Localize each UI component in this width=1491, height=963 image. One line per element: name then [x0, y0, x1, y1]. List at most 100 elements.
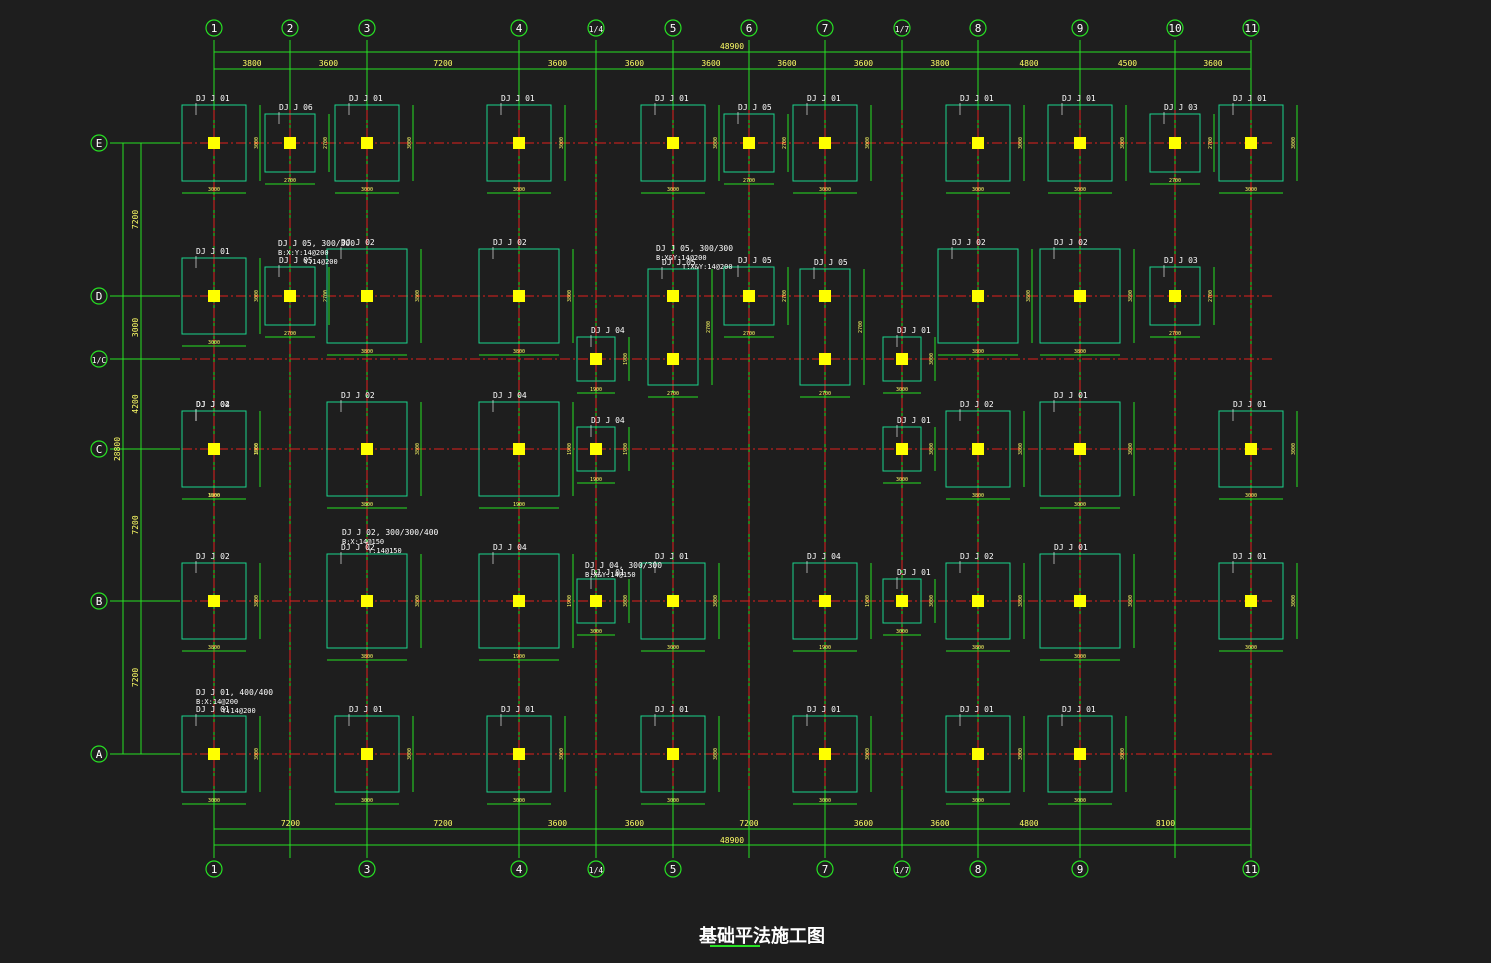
axis-label-top: 6 — [746, 22, 753, 35]
axis-label-bottom: 1/4 — [589, 866, 604, 875]
column-square — [361, 595, 373, 607]
column-square — [819, 748, 831, 760]
column-square — [208, 290, 220, 302]
axis-bubble-left — [90, 745, 108, 763]
column-square — [590, 595, 602, 607]
footing-dim-text: 3800 — [208, 645, 220, 651]
column-square — [208, 443, 220, 455]
axis-label-bottom: 9 — [1077, 863, 1084, 876]
footing-outline — [723, 113, 775, 173]
axis-bubble-bottom — [1071, 860, 1089, 878]
column-square — [1074, 137, 1086, 149]
column-square — [590, 353, 602, 365]
column-square — [972, 137, 984, 149]
annotation-line1: DJ J 01, 400/400 — [196, 688, 273, 697]
footing-outline — [264, 113, 316, 173]
axis-bubble-bottom — [893, 860, 911, 878]
footing-outline — [647, 268, 699, 386]
footing-dim-text: 1900 — [208, 493, 220, 499]
footing-dim-text-side: 3000 — [865, 748, 871, 760]
axis-label-top: 3 — [364, 22, 371, 35]
column-square — [1074, 748, 1086, 760]
dim-top-segment: 4800 — [1019, 59, 1038, 68]
dim-top-segment: 3600 — [854, 59, 873, 68]
dim-bottom-segment: 3600 — [854, 819, 873, 828]
footing-label: DJ J 02 — [341, 238, 375, 247]
footing-outline — [576, 578, 616, 624]
dim-left-segment: 4200 — [131, 394, 140, 413]
annotation-line2: B:X&Y:14@150 — [585, 571, 636, 579]
footing-outline — [792, 562, 858, 640]
footing-outline — [1047, 715, 1113, 793]
axis-bubble-top — [510, 19, 528, 37]
dim-left-segment: 7200 — [131, 210, 140, 229]
footing-outline — [1039, 401, 1121, 497]
axis-bubble-left — [90, 350, 108, 368]
footing-label: DJ J 01 — [349, 705, 383, 714]
footing-dim-text: 3000 — [1074, 798, 1086, 804]
dim-top-segment: 4500 — [1118, 59, 1137, 68]
dim-left-segment: 7200 — [131, 668, 140, 687]
footing-dim-text: 2700 — [1169, 331, 1181, 337]
footing-dim-text: 3000 — [361, 187, 373, 193]
axis-bubble-left — [90, 287, 108, 305]
footing-dim-text-side: 3800 — [567, 290, 573, 302]
footing-dim-text: 3000 — [896, 387, 908, 393]
column-square — [743, 137, 755, 149]
column-square — [513, 595, 525, 607]
axis-bubble-top — [969, 19, 987, 37]
axis-bubble-bottom — [358, 860, 376, 878]
footing-label: DJ J 04 — [493, 543, 527, 552]
dim-top-segment: 3600 — [701, 59, 720, 68]
annotation-line1: DJ J 05, 300/300 — [278, 239, 355, 248]
column-square — [361, 137, 373, 149]
footing-label: DJ J 04 — [591, 326, 625, 335]
axis-bubble-top — [1166, 19, 1184, 37]
axis-bubble-top — [816, 19, 834, 37]
axis-label-left: A — [96, 748, 103, 761]
axis-label-bottom: 11 — [1244, 863, 1257, 876]
footing-label: DJ J 03 — [1164, 256, 1198, 265]
dim-bottom-segment: 8100 — [1156, 819, 1175, 828]
footing-dim-text: 1900 — [513, 502, 525, 508]
footing-dim-text: 3000 — [513, 187, 525, 193]
footing-label: DJ J 01 — [349, 94, 383, 103]
column-square — [513, 748, 525, 760]
footing-dim-text: 3800 — [361, 654, 373, 660]
column-square — [1245, 595, 1257, 607]
footing-dim-text-side: 3000 — [1291, 443, 1297, 455]
footing-dim-text-side: 3800 — [415, 443, 421, 455]
axis-bubble-bottom — [510, 860, 528, 878]
axis-label-bottom: 7 — [822, 863, 829, 876]
axis-label-bottom: 4 — [516, 863, 523, 876]
column-square — [667, 290, 679, 302]
footing-outline — [640, 715, 706, 793]
footing-outline — [945, 410, 1011, 488]
column-square — [819, 353, 831, 365]
axis-label-top: 1/7 — [895, 25, 910, 34]
footing-label: DJ J 01 — [501, 705, 535, 714]
footing-label: DJ J 01 — [807, 94, 841, 103]
footing-dim-text: 2700 — [743, 331, 755, 337]
footing-dim-text-side: 3000 — [1120, 748, 1126, 760]
column-square — [361, 290, 373, 302]
footing-dim-text: 3000 — [208, 798, 220, 804]
axis-bubble-top — [1071, 19, 1089, 37]
axis-label-top: 4 — [516, 22, 523, 35]
column-square — [743, 290, 755, 302]
footing-dim-text-side: 3000 — [713, 137, 719, 149]
footing-outline — [326, 401, 408, 497]
footing-label: DJ J 01 — [897, 416, 931, 425]
annotation-line2: B:X:Y:14@200 — [278, 249, 329, 257]
footing-dim-text: 2700 — [819, 391, 831, 397]
footing-label: DJ J 03 — [1164, 103, 1198, 112]
column-square — [208, 595, 220, 607]
footing-label: DJ J 01 — [501, 94, 535, 103]
footing-dim-text-side: 3000 — [254, 748, 260, 760]
footing-dim-text: 3000 — [896, 629, 908, 635]
column-square — [896, 353, 908, 365]
axis-label-top: 1/4 — [589, 25, 604, 34]
footing-label: DJ J 04 — [591, 416, 625, 425]
footing-label: DJ J 04 — [807, 552, 841, 561]
